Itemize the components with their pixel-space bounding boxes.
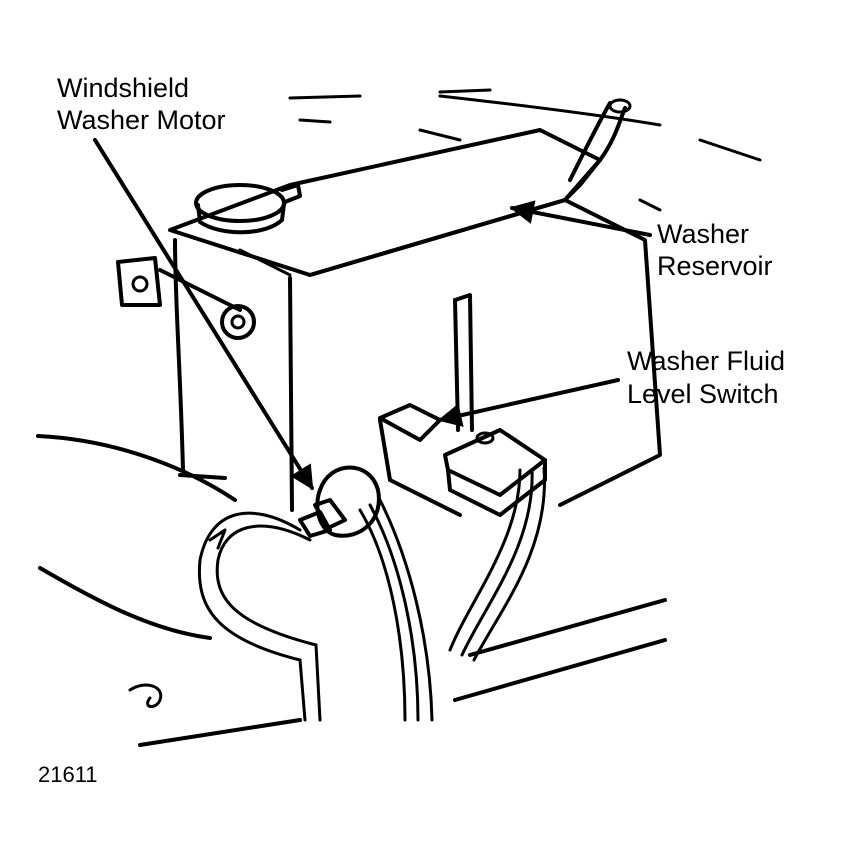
wiring-harness (197, 466, 546, 722)
switch-leader-arrow (437, 378, 620, 427)
reservoir-label-line2: Reservoir (657, 251, 773, 281)
motor-label-line1: Windshield (57, 73, 190, 103)
motor-leader-arrow (93, 138, 314, 491)
reservoir-leader-arrow (509, 200, 652, 237)
motor-label-line2: Washer Motor (57, 105, 226, 135)
leader-arrows (93, 138, 652, 491)
hood-lines (288, 88, 762, 212)
reservoir-cap (194, 183, 302, 235)
figure-number: 21611 (38, 762, 98, 787)
switch-label-line1: Washer Fluid (627, 346, 786, 376)
washer-motor (298, 465, 381, 538)
mounting-bracket (116, 256, 256, 340)
fender-outline (36, 434, 667, 747)
reservoir-label-line1: Washer (657, 219, 750, 249)
filler-neck (563, 98, 632, 202)
switch-label-line2: Level Switch (627, 379, 779, 409)
